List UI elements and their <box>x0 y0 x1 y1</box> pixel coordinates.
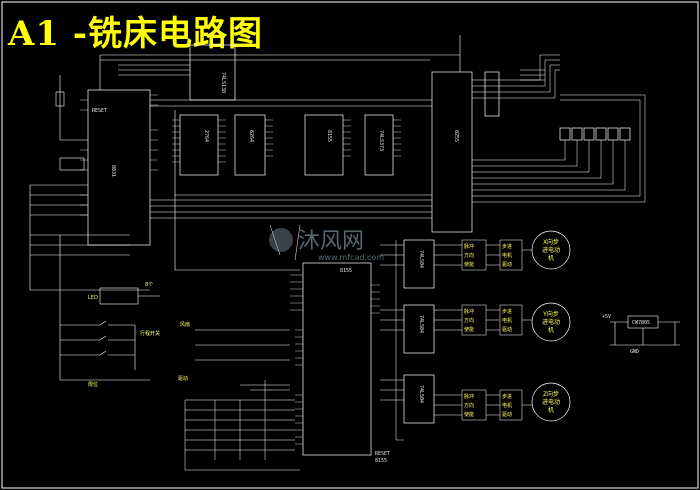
driver2-label: 74LS04 <box>418 315 424 333</box>
motor-x-line1: X向步 <box>543 238 559 246</box>
address-bus <box>99 35 461 271</box>
decoder-label: 74LS138 <box>220 72 226 93</box>
port-8155-chip <box>302 262 372 456</box>
led-block <box>99 287 160 305</box>
port-top-label: 8255 <box>453 130 459 142</box>
motor-y-line2: 进电动 <box>542 318 560 326</box>
port-8155-pins <box>290 274 380 445</box>
y-row-dir: 方向 <box>464 317 474 324</box>
x-col-motor: 电机 <box>502 252 512 259</box>
x-row-pulse: 脉冲 <box>464 243 474 250</box>
drive-label: 驱动 <box>178 375 188 382</box>
reset-circuit <box>29 75 150 381</box>
fan-label: 风扇 <box>180 321 190 328</box>
x-row-en: 使能 <box>464 261 474 268</box>
driver1-chip <box>403 239 435 289</box>
signal-boxes-z <box>461 389 523 421</box>
driver-wiring <box>380 240 532 441</box>
z-row-en: 使能 <box>464 411 474 418</box>
power-input-label: +5V <box>602 314 611 320</box>
y-col-motor: 电机 <box>502 317 512 324</box>
z-col-motor: 电机 <box>502 402 512 409</box>
latch-chip <box>364 114 394 176</box>
bottom-chip-label: 8155 <box>375 458 387 464</box>
z-col-drive: 驱动 <box>502 411 512 418</box>
y-row-en: 使能 <box>464 326 474 333</box>
page-title: A1 -铣床电路图 <box>8 14 263 54</box>
z-col-step: 步进 <box>502 393 512 400</box>
chip-pins <box>80 94 401 216</box>
y-col-step: 步进 <box>502 308 512 315</box>
signal-boxes-y <box>461 304 523 336</box>
motor-z-line2: 进电动 <box>542 398 560 406</box>
motor-y-line3: 机 <box>548 326 554 334</box>
cpu-label: 8031 <box>110 165 116 177</box>
driver2-chip <box>403 304 435 354</box>
y-row-pulse: 脉冲 <box>464 308 474 315</box>
regulator-label: CW7805 <box>632 320 650 326</box>
x-col-step: 步进 <box>502 243 512 250</box>
driver3-label: 74LS04 <box>418 385 424 403</box>
keys-label: 行程开关 <box>140 330 160 337</box>
led-count-label: 8个 <box>145 282 153 288</box>
regulator-block <box>610 315 680 346</box>
limit-label: 限位 <box>88 381 98 388</box>
signal-boxes-x <box>461 239 523 271</box>
watermark-url: www.mfcad.com <box>318 253 384 262</box>
eprom2-label: 6264 <box>248 130 254 142</box>
decoder-chip <box>189 44 236 101</box>
motor-y: Y向步 进电动 机 <box>531 302 571 342</box>
port-8255-chip <box>431 71 473 233</box>
watermark: 沐风网 www.mfcad.com <box>269 228 384 262</box>
port-mid-label: 8155 <box>340 268 352 274</box>
display-bus <box>472 54 646 203</box>
reset-label: RESET <box>92 108 107 114</box>
eprom3-label: 8155 <box>326 130 332 142</box>
z-row-pulse: 脉冲 <box>464 393 474 400</box>
latch-label: 74LS373 <box>378 130 384 151</box>
y-col-drive: 驱动 <box>502 326 512 333</box>
led-label: LED <box>88 295 98 301</box>
motor-y-line1: Y向步 <box>542 310 559 318</box>
motor-x-line3: 机 <box>548 254 554 262</box>
gnd-label: GND <box>630 349 639 355</box>
motor-x-line2: 进电动 <box>542 246 560 254</box>
x-row-dir: 方向 <box>464 252 474 259</box>
eprom2-chip <box>234 114 266 176</box>
driver3-chip <box>403 374 435 424</box>
motor-x: X向步 进电动 机 <box>531 230 571 270</box>
top-connector <box>484 71 500 117</box>
eprom1-chip <box>179 114 219 176</box>
driver1-label: 74LS04 <box>418 250 424 268</box>
z-row-dir: 方向 <box>464 402 474 409</box>
eprom3-chip <box>304 114 344 176</box>
motor-z-line1: Z向步 <box>543 390 559 398</box>
watermark-brand: 沐风网 <box>298 229 364 254</box>
limit-switches <box>60 320 136 370</box>
eprom1-label: 2764 <box>203 130 209 142</box>
motor-z: Z向步 进电动 机 <box>531 382 571 422</box>
motor-z-line3: 机 <box>548 406 554 414</box>
keypad-lines <box>184 224 301 471</box>
x-col-drive: 驱动 <box>502 261 512 268</box>
seven-seg-displays <box>559 127 631 141</box>
reset-bottom-label: RESET <box>375 451 390 457</box>
